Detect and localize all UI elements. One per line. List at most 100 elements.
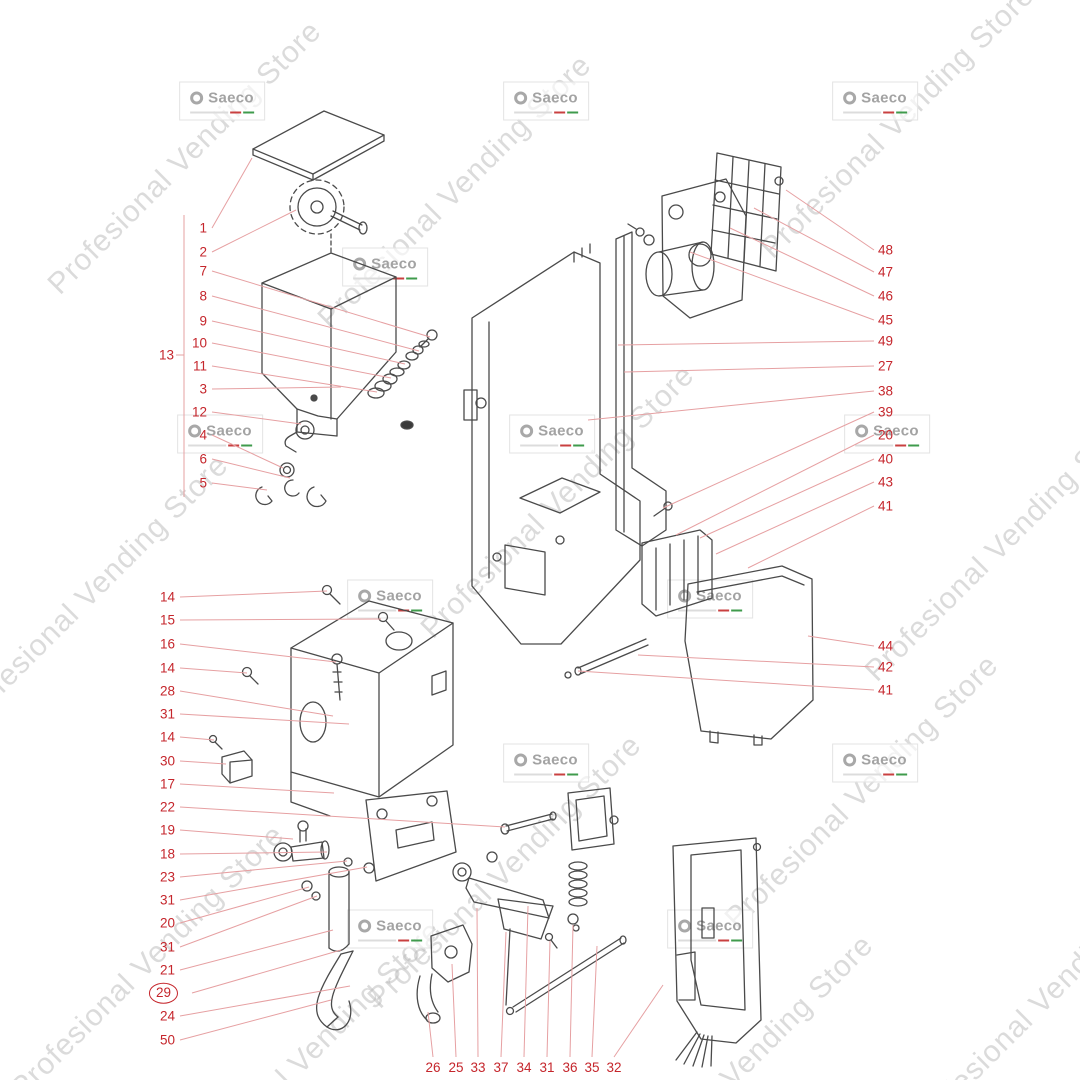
part-number-5: 5 <box>199 475 207 491</box>
rear-frame-panel <box>615 231 667 547</box>
leader-line <box>546 940 551 1058</box>
part-number-19: 19 <box>159 822 175 838</box>
grid-plate <box>710 152 784 272</box>
washers <box>301 857 375 901</box>
saeco-logo-text: Saeco <box>208 89 254 107</box>
saeco-logo-watermark: Saeco <box>832 743 918 783</box>
leader-line <box>577 670 875 691</box>
leader-line <box>179 760 227 765</box>
hopper-lid <box>252 110 385 181</box>
leader-line <box>613 984 664 1058</box>
leader-line <box>179 590 328 598</box>
leader-line <box>179 667 248 674</box>
side-panel <box>672 837 762 1068</box>
frame-screw <box>653 501 673 517</box>
saeco-logo-text: Saeco <box>371 255 417 273</box>
part-number-37: 37 <box>493 1060 509 1075</box>
leader-line <box>523 905 529 1058</box>
dispenser-housing <box>290 600 454 817</box>
cover-panel <box>684 565 814 746</box>
saeco-logo-watermark: Saeco <box>347 909 433 949</box>
leader-line <box>591 945 598 1058</box>
lever-arm <box>452 851 550 919</box>
part-number-31: 31 <box>159 939 175 955</box>
saeco-logo-watermark: Saeco <box>509 414 595 454</box>
saeco-logo-text: Saeco <box>873 422 919 440</box>
part-number-50: 50 <box>159 1032 175 1048</box>
leader-line <box>715 481 875 555</box>
pivot-bracket <box>430 924 473 983</box>
part-number-20: 20 <box>878 427 894 443</box>
leader-line <box>211 458 291 479</box>
part-number-29: 29 <box>148 982 178 1004</box>
part-number-31: 31 <box>539 1060 555 1075</box>
part-number-43: 43 <box>878 474 894 490</box>
part-number-14: 14 <box>159 729 175 745</box>
part-number-40: 40 <box>878 451 894 467</box>
part-number-4: 4 <box>199 427 207 443</box>
part-number-27: 27 <box>878 358 894 374</box>
saeco-logo-text: Saeco <box>206 422 252 440</box>
leader-line <box>211 157 253 229</box>
part-number-26: 26 <box>425 1060 441 1075</box>
tension-rod <box>505 935 627 1016</box>
part-number-1: 1 <box>199 220 207 236</box>
part-number-46: 46 <box>878 288 894 304</box>
part-number-36: 36 <box>562 1060 578 1075</box>
saeco-ring-icon <box>520 424 534 438</box>
leader-line <box>689 251 875 321</box>
leader-line <box>753 207 875 273</box>
elbow-fitting <box>416 973 441 1024</box>
part-number-20: 20 <box>159 915 175 931</box>
drive-gear <box>289 179 368 254</box>
saeco-ring-icon <box>188 424 202 438</box>
leader-line <box>785 189 875 251</box>
solenoid-block <box>567 787 619 851</box>
part-number-8: 8 <box>199 288 207 304</box>
part-number-7: 7 <box>199 263 207 279</box>
saeco-logo-watermark: Saeco <box>832 81 918 121</box>
motor-assembly <box>627 178 747 319</box>
saeco-ring-icon <box>843 91 857 105</box>
saeco-logo-text: Saeco <box>696 587 742 605</box>
leader-line <box>617 340 875 346</box>
leader-line <box>211 320 406 365</box>
release-lever <box>497 898 554 1006</box>
saeco-logo-text: Saeco <box>376 917 422 935</box>
part-number-9: 9 <box>199 313 207 329</box>
part-number-3: 3 <box>199 381 207 397</box>
curved-hose <box>316 950 354 1031</box>
leader-line <box>747 505 875 569</box>
saeco-logo-watermark: Saeco <box>347 579 433 619</box>
part-number-41: 41 <box>878 682 894 698</box>
bottom-screw <box>544 932 558 949</box>
leader-line <box>211 270 431 338</box>
saeco-ring-icon <box>190 91 204 105</box>
saeco-ring-icon <box>358 919 372 933</box>
leader-line <box>451 963 457 1058</box>
part-number-14: 14 <box>159 660 175 676</box>
saeco-ring-icon <box>353 257 367 271</box>
part-number-47: 47 <box>878 264 894 280</box>
saeco-ring-icon <box>514 753 528 767</box>
part-number-24: 24 <box>159 1008 175 1024</box>
part-number-18: 18 <box>159 846 175 862</box>
leader-line <box>211 209 297 253</box>
part-number-34: 34 <box>516 1060 532 1075</box>
part-number-16: 16 <box>159 636 175 652</box>
part-number-31: 31 <box>159 706 175 722</box>
ribbed-block <box>641 529 713 617</box>
part-number-23: 23 <box>159 869 175 885</box>
part-number-21: 21 <box>159 962 175 978</box>
part-number-42: 42 <box>878 659 894 675</box>
part-number-30: 30 <box>159 753 175 769</box>
leader-line <box>191 949 342 994</box>
leader-line <box>179 806 506 828</box>
part-number-2: 2 <box>199 244 207 260</box>
leader-line <box>500 931 507 1058</box>
leader-line <box>211 295 420 352</box>
outlet-tube <box>328 866 350 952</box>
